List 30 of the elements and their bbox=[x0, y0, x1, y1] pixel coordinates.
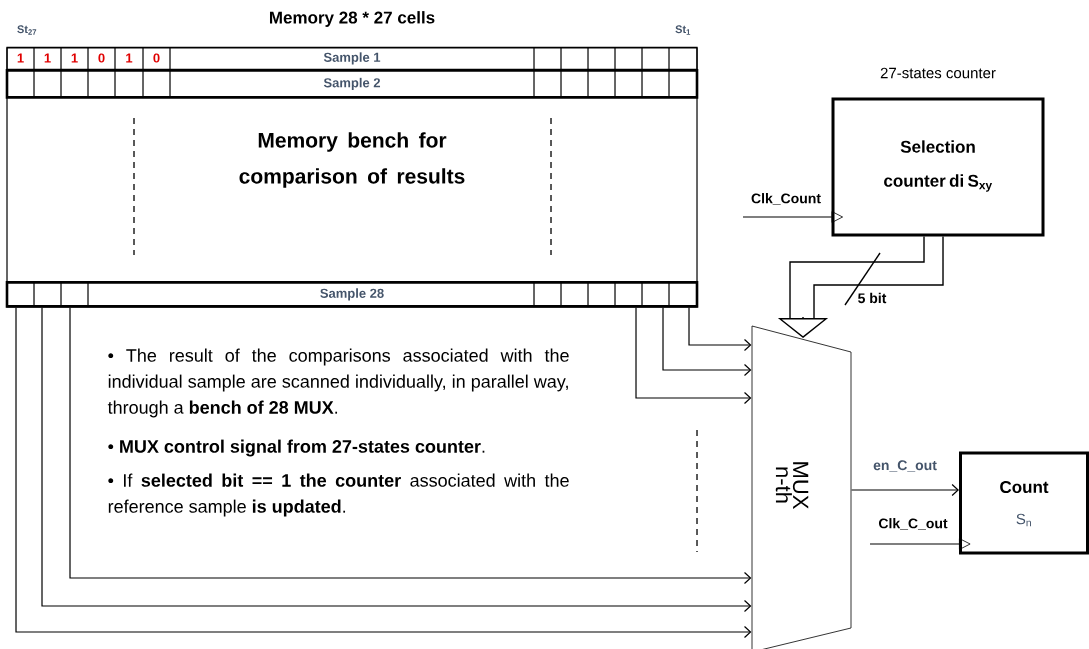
counter-heading: 27-states counter bbox=[880, 67, 996, 79]
bit-value: 1 bbox=[44, 53, 51, 63]
state-label: St$_{1}$ bbox=[675, 25, 691, 35]
clock-line bbox=[851, 483, 959, 497]
arrow bbox=[635, 307, 752, 405]
clock-line bbox=[869, 538, 971, 550]
sample-row: Sample 28 bbox=[5, 281, 699, 308]
bullet-text: • The result of the comparisons associated with the individual sample are scanned individually, in parallel way, through a bench of 28 MUX. bbox=[107, 348, 569, 418]
sample-row: Sample 2 bbox=[5, 69, 699, 99]
edge-label: en_C_out bbox=[872, 459, 938, 473]
bit-value: 0 bbox=[98, 53, 105, 63]
mux-label: MUX n-th bbox=[775, 462, 809, 509]
bit-value: 0 bbox=[153, 53, 160, 63]
bullet-text: • MUX control signal from 27-states counter. bbox=[108, 439, 485, 457]
bullet-text: • If selected bit == 1 the counter associated with the reference sample is updated. bbox=[108, 473, 569, 517]
bit-value: 1 bbox=[126, 53, 133, 63]
arrow bbox=[662, 307, 752, 377]
memory-title: Memory 28 * 27 cells bbox=[270, 11, 435, 27]
counter-label: Selection counter di S$_{xy}$ bbox=[884, 140, 993, 192]
count-label: Count bbox=[1000, 481, 1049, 494]
clock-line bbox=[742, 211, 843, 223]
memory-heading: Memory bench for comparison of results bbox=[239, 132, 465, 188]
edge-label: Clk_C_out bbox=[877, 517, 949, 531]
bit-value: 1 bbox=[71, 53, 78, 63]
edge-label: Clk_Count bbox=[750, 192, 822, 206]
state-label: St$_{27}$ bbox=[17, 25, 37, 35]
count-value: S$_{n}$ bbox=[1016, 513, 1031, 527]
arrow bbox=[688, 307, 752, 352]
edge-label: 5 bit bbox=[856, 291, 888, 305]
bit-value: 1 bbox=[17, 53, 24, 63]
